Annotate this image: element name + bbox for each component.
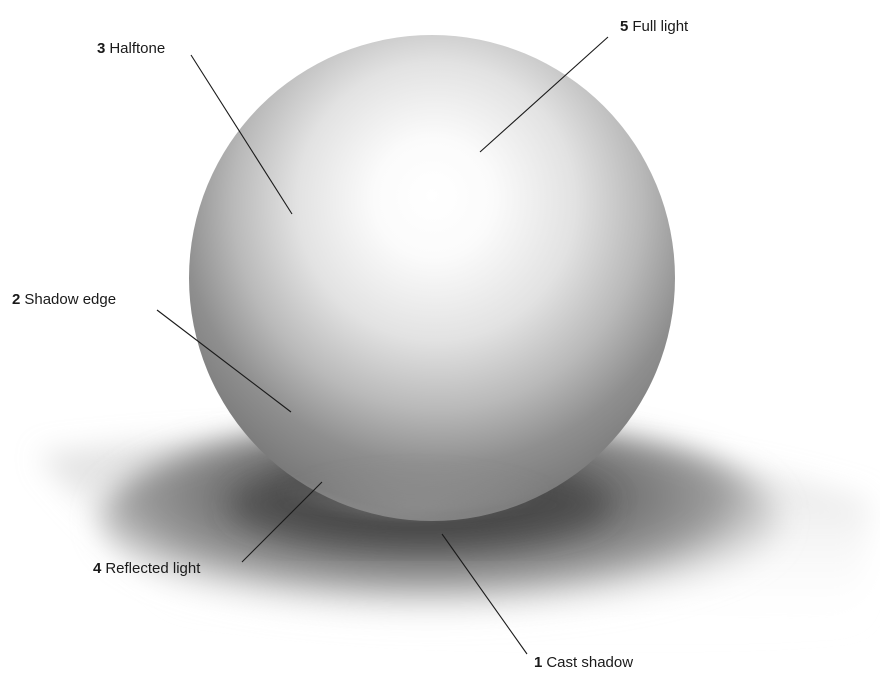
label-text: Reflected light	[105, 560, 200, 577]
label-text: Full light	[632, 18, 688, 35]
reflected-light-area	[265, 422, 565, 518]
label-number: 4	[93, 560, 101, 577]
label-text: Shadow edge	[24, 291, 116, 308]
label-number: 1	[534, 654, 542, 671]
label-text: Halftone	[109, 40, 165, 57]
label-number: 3	[97, 40, 105, 57]
label-text: Cast shadow	[546, 654, 633, 671]
label-number: 5	[620, 18, 628, 35]
label-number: 2	[12, 291, 20, 308]
